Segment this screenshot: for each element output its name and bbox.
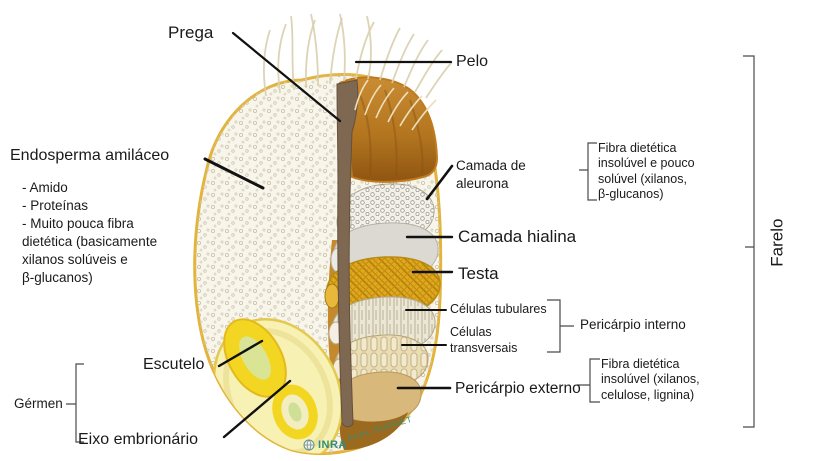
label-escutelo: Escutelo (143, 356, 205, 373)
bracket-fibra-aleurona (579, 142, 597, 201)
label-pericarpio-externo: Pericárpio externo (455, 380, 581, 397)
label-fibra-aleurona: Fibra dietética insolúvel e pouco solúve… (598, 141, 695, 201)
label-eixo-embrionario: Eixo embrionário (78, 431, 199, 448)
label-pelo: Pelo (456, 53, 489, 70)
grain-base-brown (339, 412, 408, 450)
embryonic-axis-shape (272, 384, 318, 440)
globe-icon (303, 439, 315, 451)
bracket-farelo (743, 55, 755, 428)
bracket-germen (66, 363, 84, 443)
bracket-fibra-pericarpio (577, 358, 600, 403)
label-farelo: Farelo (767, 218, 787, 267)
label-prega: Prega (168, 23, 214, 42)
leader-line-prega (231, 31, 342, 123)
label-endosperma-amilaceo: Endosperma amiláceo (10, 147, 170, 164)
inra-logo: INRA (303, 439, 347, 451)
label-pericarpio-interno: Pericárpio interno (580, 317, 686, 332)
leader-line-endosperma (203, 157, 265, 190)
crease-channel (336, 79, 359, 428)
cap-hairs (354, 79, 437, 131)
bracket-pericarpio-interno (547, 299, 574, 353)
label-celulas-transversais: Células transversais (450, 325, 518, 355)
leader-line-escutelo (217, 339, 264, 368)
label-camada-de-aleurona: Camada de aleurona (456, 158, 526, 191)
label-celulas-tubulares: Células tubulares (450, 302, 547, 316)
leader-line-aleurona (425, 164, 454, 201)
label-testa: Testa (458, 264, 499, 283)
label-camada-hialina: Camada hialina (458, 227, 577, 246)
label-endosperma-detalhes: - Amido - Proteínas - Muito pouca fibra … (22, 180, 158, 285)
hairs (263, 13, 453, 99)
label-fibra-pericarpio: Fibra dietética insolúvel (xilanos, celu… (601, 357, 700, 402)
label-germen: Gérmen (14, 396, 63, 411)
leader-line-eixo-embrionario (222, 379, 292, 439)
inra-logo-text: INRA (318, 439, 347, 451)
